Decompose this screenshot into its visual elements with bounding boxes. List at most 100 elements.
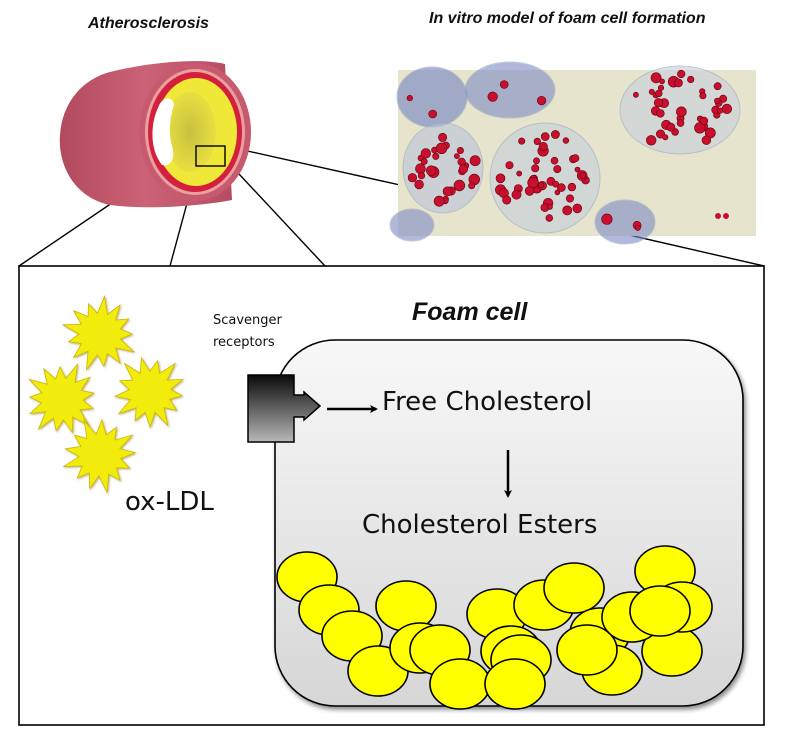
lipid-stain-dot <box>721 103 733 114</box>
foam-cell-micrograph-image <box>389 61 756 245</box>
lipid-stain-dot <box>676 106 687 118</box>
lipid-stain-dot <box>414 179 424 190</box>
lipid-stain-dot <box>714 97 721 105</box>
lipid-stain-dot <box>648 88 655 95</box>
scavenger-receptors-label: Scavenger receptors <box>213 310 295 354</box>
lipid-stain-dot <box>723 213 729 219</box>
lipid-stain-dot <box>487 91 498 102</box>
lipid-stain-dot <box>699 116 709 125</box>
lipid-stain-dot <box>567 182 577 192</box>
lipid-stain-dot <box>552 180 559 188</box>
starburst-icon <box>113 356 184 429</box>
starburst-icon <box>62 418 137 494</box>
lipid-stain-dot <box>456 147 464 155</box>
lipid-stain-dot <box>713 82 722 91</box>
lipid-droplet-icon <box>543 562 605 614</box>
lipid-stain-dot <box>538 142 548 152</box>
lipid-stain-dot <box>536 95 547 106</box>
zoom-line-micrograph <box>628 234 765 267</box>
micrograph-cell <box>389 208 435 242</box>
lipid-stain-dot <box>662 134 669 141</box>
lipid-stain-dot <box>453 153 460 159</box>
lipid-stain-dot <box>571 154 580 163</box>
lipid-stain-dot <box>547 203 553 210</box>
lipid-stain-dot <box>650 72 662 84</box>
atherosclerosis-title: Atherosclerosis <box>88 15 209 32</box>
lipid-stain-dot <box>495 173 506 184</box>
lipid-stain-dot <box>426 165 437 176</box>
lipid-stain-dot <box>433 195 445 207</box>
lipid-stain-dot <box>574 166 581 173</box>
lipid-stain-dot <box>562 205 573 216</box>
lipid-stain-dot <box>511 189 522 200</box>
lipid-droplet-icon <box>629 585 691 637</box>
lipid-stain-dot <box>533 137 541 145</box>
lipid-stain-dot <box>453 179 466 192</box>
lipid-stain-dot <box>518 137 526 145</box>
ox-ldl-cluster <box>28 294 184 494</box>
ox-ldl-label: ox-LDL <box>125 487 214 517</box>
lipid-stain-dot <box>499 80 509 89</box>
lipid-stain-dot <box>633 91 639 98</box>
lipid-stain-dot <box>524 186 535 196</box>
lipid-stain-dot <box>533 157 540 165</box>
lipid-droplet-icon <box>556 624 618 676</box>
lipid-stain-dot <box>601 213 613 225</box>
lipid-stain-dot <box>407 173 418 183</box>
lipid-stain-dot <box>551 130 560 139</box>
lipid-stain-dot <box>502 195 512 205</box>
lipid-stain-dot <box>674 78 683 88</box>
lipid-droplet-icon <box>429 658 491 710</box>
lipid-droplet-icon <box>484 658 546 710</box>
lipid-stain-dot <box>545 214 553 222</box>
lipid-stain-dot <box>659 78 665 85</box>
zoom-region-box <box>195 145 226 167</box>
lipid-stain-dot <box>406 94 413 102</box>
lipid-stain-dot <box>435 142 448 155</box>
cholesterol-esters-label: Cholesterol Esters <box>362 510 598 540</box>
scavenger-receptors-text: Scavenger receptors <box>213 313 282 350</box>
lipid-stain-dot <box>715 213 721 219</box>
lipid-stain-dot <box>556 183 566 192</box>
lipid-stain-dot <box>438 132 448 142</box>
lipid-stain-dot <box>550 156 559 165</box>
lipid-stain-dot <box>420 148 431 159</box>
lipid-droplet-cluster <box>276 545 713 710</box>
lipid-stain-dot <box>653 98 664 108</box>
starburst-icon <box>28 362 95 434</box>
lipid-stain-dot <box>676 119 685 127</box>
lipid-stain-dot <box>572 203 583 214</box>
lipid-stain-dot <box>415 163 426 174</box>
lipid-stain-dot <box>553 165 562 174</box>
micrograph-cell <box>402 122 484 214</box>
foam-cell-title: Foam cell <box>412 298 528 326</box>
lipid-stain-dot <box>579 172 587 179</box>
lipid-stain-dot <box>687 75 695 84</box>
artery-cross-section-icon <box>59 61 251 208</box>
lipid-stain-dot <box>655 89 663 98</box>
lipid-stain-dot <box>634 224 641 231</box>
lipid-stain-dot <box>540 132 550 141</box>
lipid-stain-dot <box>432 152 440 160</box>
starburst-icon <box>61 294 135 371</box>
lipid-stain-dot <box>645 135 657 146</box>
lipid-stain-dot <box>694 122 706 134</box>
lipid-stain-dot <box>531 164 540 173</box>
lipid-stain-dot <box>656 109 665 118</box>
lipid-stain-dot <box>677 69 686 79</box>
lipid-stain-dot <box>701 135 712 145</box>
lipid-stain-dot <box>420 158 428 165</box>
lipid-stain-dot <box>428 109 438 119</box>
in-vitro-title: In vitro model of foam cell formation <box>429 10 706 27</box>
lipid-stain-dot <box>469 155 481 167</box>
lipid-stain-dot <box>699 92 707 100</box>
lipid-stain-dot <box>442 186 453 197</box>
micrograph-cell <box>489 122 601 234</box>
lipid-stain-dot <box>565 194 574 203</box>
free-cholesterol-label: Free Cholesterol <box>382 387 593 417</box>
lipid-stain-dot <box>538 181 545 188</box>
lipid-stain-dot <box>458 164 469 174</box>
lipid-stain-dot <box>468 182 476 190</box>
lipid-stain-dot <box>554 189 561 196</box>
